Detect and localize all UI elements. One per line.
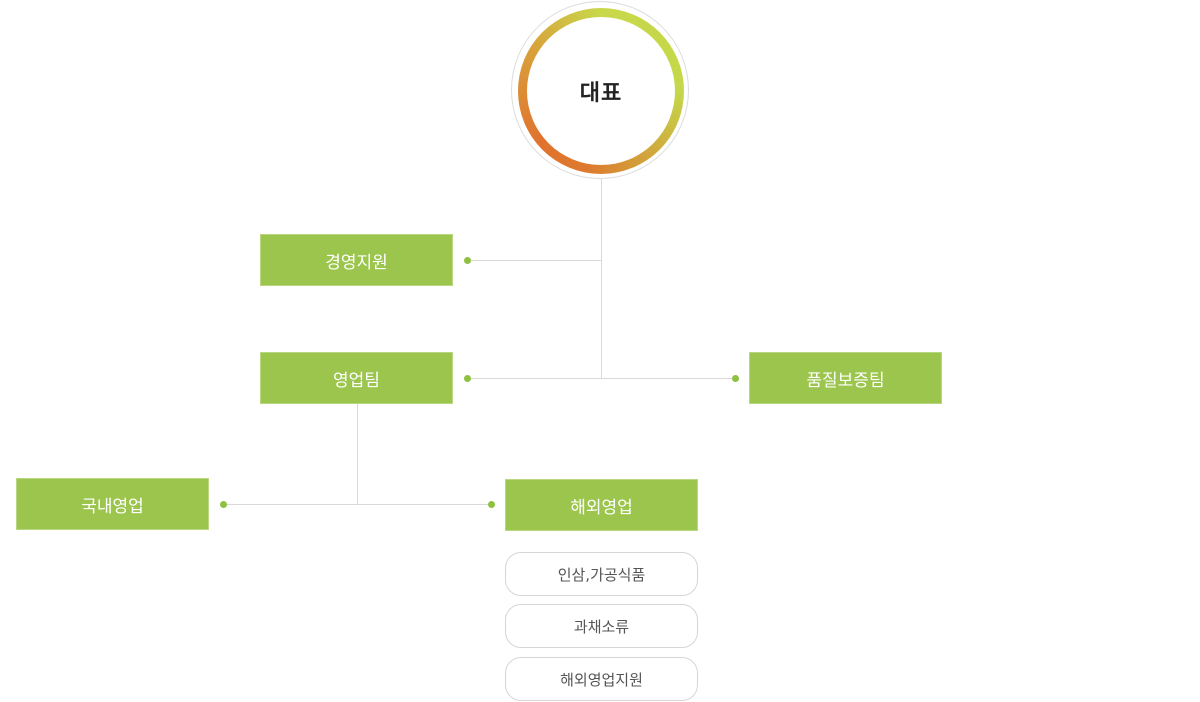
management-support-box: 경영지원 (260, 234, 453, 286)
ceo-vertical-line (601, 179, 602, 378)
overseas-connector-dot (488, 501, 495, 508)
overseas-sub-item-support: 해외영업지원 (505, 657, 698, 701)
quality-connector-dot (732, 375, 739, 382)
sales-connector-dot (464, 375, 471, 382)
ceo-label: 대표 (579, 81, 623, 106)
overseas-sub-item-produce: 과채소류 (505, 604, 698, 648)
domestic-connector-dot (220, 501, 227, 508)
sales-quality-connector-line (467, 378, 735, 379)
domestic-sales-box: 국내영업 (16, 478, 209, 530)
overseas-sales-box: 해외영업 (505, 479, 698, 531)
management-connector-dot (464, 257, 471, 264)
sales-vertical-line (357, 404, 358, 504)
sales-branch-connector-line (223, 504, 491, 505)
sales-team-box: 영업팀 (260, 352, 453, 404)
overseas-sub-item-ginseng: 인삼,가공식품 (505, 552, 698, 596)
management-connector-line (467, 260, 602, 261)
ceo-node: 대표 (527, 17, 675, 165)
quality-assurance-box: 품질보증팀 (749, 352, 942, 404)
